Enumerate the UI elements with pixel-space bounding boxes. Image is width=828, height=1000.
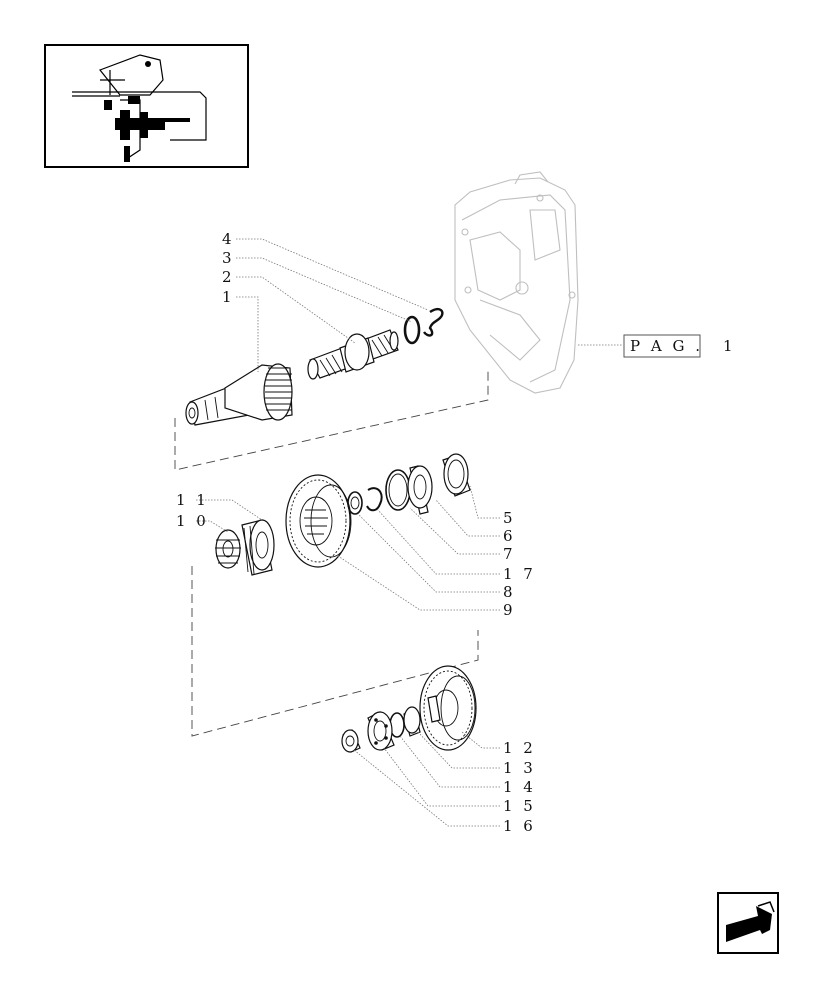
- assembly-guide-lines: [174, 368, 489, 737]
- callout-6[interactable]: 6: [503, 527, 516, 545]
- callout-10[interactable]: 1 0: [176, 512, 209, 530]
- callout-12[interactable]: 1 2: [503, 739, 536, 757]
- callout-leaders: [196, 238, 622, 827]
- page-ref-number: 1: [723, 337, 736, 355]
- bearing-cup-part-5[interactable]: [442, 453, 471, 497]
- callout-11[interactable]: 1 1: [176, 491, 209, 509]
- shaft-part-2[interactable]: [307, 329, 399, 380]
- bearing-cone-part-16[interactable]: [341, 729, 361, 753]
- gear-part-9[interactable]: [285, 474, 352, 568]
- callout-7[interactable]: 7: [503, 545, 516, 563]
- clip-part-4[interactable]: [423, 307, 444, 337]
- callout-1[interactable]: 1: [222, 288, 235, 306]
- assembly-thumbnail-icon[interactable]: [44, 44, 249, 168]
- callout-4[interactable]: 4: [222, 230, 235, 248]
- spacer-part-13[interactable]: [403, 706, 421, 737]
- callout-8[interactable]: 8: [503, 583, 516, 601]
- callout-3[interactable]: 3: [222, 249, 235, 267]
- transmission-housing: [454, 171, 579, 394]
- page-reference-link[interactable]: P A G . 1: [623, 334, 736, 358]
- snap-ring-part-3[interactable]: [403, 315, 421, 345]
- callout-9[interactable]: 9: [503, 601, 516, 619]
- bearing-part-6[interactable]: [407, 465, 433, 515]
- callout-14[interactable]: 1 4: [503, 778, 536, 796]
- back-arrow-icon[interactable]: [717, 892, 779, 954]
- ring-part-8[interactable]: [347, 491, 363, 515]
- page-ref-prefix: P A G .: [630, 337, 703, 355]
- bearing-part-15[interactable]: [367, 711, 395, 751]
- callout-labels: 4 3 2 1 1 1 1 0 5 6 7 1 7 8 9 1 2 1 3 1 …: [176, 230, 536, 835]
- gear-part-10[interactable]: [215, 529, 241, 569]
- callout-2[interactable]: 2: [222, 268, 235, 286]
- ring-part-7[interactable]: [385, 469, 411, 511]
- circlip-part-17[interactable]: [366, 487, 383, 512]
- callout-5[interactable]: 5: [503, 509, 516, 527]
- bearing-part-11[interactable]: [241, 519, 275, 576]
- callout-15[interactable]: 1 5: [503, 797, 536, 815]
- callout-16[interactable]: 1 6: [503, 817, 536, 835]
- shaft-part-1[interactable]: [185, 363, 293, 426]
- gear-part-12[interactable]: [419, 665, 477, 751]
- callout-13[interactable]: 1 3: [503, 759, 536, 777]
- callout-17[interactable]: 1 7: [503, 565, 536, 583]
